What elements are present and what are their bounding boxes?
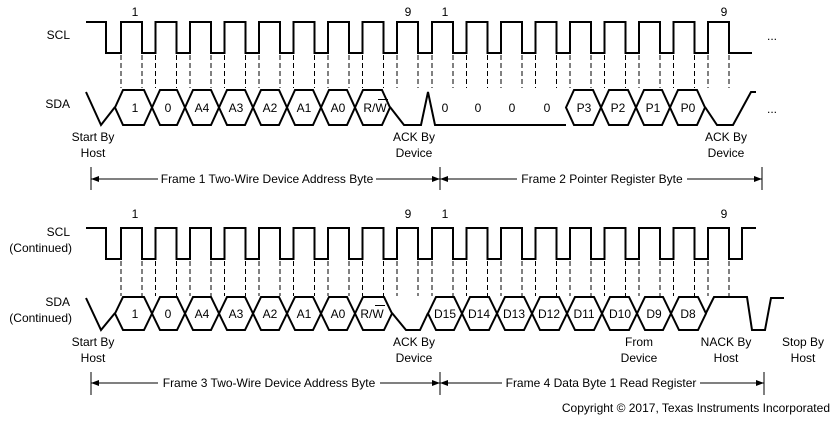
- frame4-span: Frame 4 Data Byte 1 Read Register: [440, 372, 765, 395]
- frame2-title: Frame 2 Pointer Register Byte: [521, 172, 683, 186]
- frame4-bit-label: D11: [573, 307, 594, 321]
- frame3-span: Frame 3 Two-Wire Device Address Byte: [90, 372, 441, 395]
- frame3-bit-label: A3: [229, 307, 244, 321]
- start-by-host-note: Start By: [72, 335, 115, 349]
- scl-label: SCL: [47, 28, 71, 42]
- sda-bit-cell: [85, 297, 116, 332]
- frame2-bit-label: 0: [442, 101, 449, 115]
- frame2-span: Frame 2 Pointer Register Byte: [440, 167, 763, 190]
- pulse-marker-1: 1: [132, 207, 139, 221]
- ack-by-device-note: ACK By: [705, 130, 747, 144]
- scl-continued-sublabel: (Continued): [9, 241, 72, 255]
- frame2-bit-label: 0: [509, 101, 516, 115]
- frame3-bit-label: A0: [331, 307, 346, 321]
- sda-label: SDA: [45, 97, 70, 111]
- from-device-note: Device: [621, 351, 658, 365]
- start-by-host-note: Host: [81, 146, 106, 160]
- pulse-marker-1: 1: [442, 5, 449, 19]
- pulse-marker-9: 9: [405, 5, 412, 19]
- sda-continued-waveform: [85, 296, 784, 332]
- frame4-bit-label: D10: [609, 307, 631, 321]
- frame2-bit-label: 0: [544, 101, 551, 115]
- frame1-bit-label: A2: [263, 101, 278, 115]
- from-device-note: From: [625, 335, 653, 349]
- frame2-bit-label: 0: [475, 101, 482, 115]
- sda-bit-cell: [705, 296, 784, 331]
- frame4-title: Frame 4 Data Byte 1 Read Register: [506, 376, 697, 390]
- copyright-notice: Copyright © 2017, Texas Instruments Inco…: [562, 401, 830, 415]
- pulse-marker-1: 1: [132, 5, 139, 19]
- frame4-bit-label: D14: [468, 307, 490, 321]
- stop-by-host-note: Host: [791, 351, 816, 365]
- frame4-bit-label: D12: [538, 307, 560, 321]
- frame3-bit-label: A4: [195, 307, 210, 321]
- frame1-title: Frame 1 Two-Wire Device Address Byte: [161, 172, 374, 186]
- frame1-bit-label: A3: [229, 101, 244, 115]
- start-by-host-note: Start By: [72, 130, 115, 144]
- frame3-bit-label: 1: [132, 307, 139, 321]
- scl-continued-waveform: [86, 227, 756, 260]
- nack-by-host-note: NACK By: [701, 335, 752, 349]
- frame4-bit-label: D8: [680, 307, 696, 321]
- sda-continued-label: SDA: [45, 295, 70, 309]
- ack-by-device-note: ACK By: [393, 130, 435, 144]
- frame3-bit-label: A2: [263, 307, 278, 321]
- sda-continuation-ellipsis: ...: [767, 102, 777, 116]
- sda-bit-cell: [85, 91, 116, 127]
- frame1-bit-label: A0: [331, 101, 346, 115]
- pulse-marker-1: 1: [442, 207, 449, 221]
- pulse-marker-9: 9: [405, 207, 412, 221]
- sda-bit-cell: [391, 312, 429, 331]
- pulse-marker-9: 9: [721, 207, 728, 221]
- pulse-marker-9: 9: [721, 5, 728, 19]
- frame3-bit-label: A1: [297, 307, 312, 321]
- frame2-bit-label: P2: [611, 101, 626, 115]
- frame2-bit-label: P3: [577, 101, 592, 115]
- clock-edge-guides-bottom: [120, 261, 730, 296]
- sda-waveform: [85, 89, 756, 127]
- sda-continued-sublabel: (Continued): [9, 311, 72, 325]
- ack-by-device-note: Device: [396, 351, 433, 365]
- frame1-bit-label: 0: [165, 101, 172, 115]
- scl-continued-label: SCL: [47, 225, 71, 239]
- sda-bit-cell: [704, 91, 756, 126]
- clock-edge-guides-top: [120, 55, 730, 88]
- scl-waveform: [86, 21, 752, 54]
- stop-by-host-note: Stop By: [782, 335, 824, 349]
- nack-by-host-note: Host: [714, 351, 739, 365]
- frame3-bit-label: R/W: [360, 307, 384, 321]
- frame2-bit-label: P0: [681, 101, 696, 115]
- frame2-bit-label: P1: [646, 101, 661, 115]
- ack-by-device-note: ACK By: [393, 335, 435, 349]
- start-by-host-note: Host: [81, 351, 106, 365]
- frame1-bit-label: A4: [195, 101, 210, 115]
- ack-by-device-note: Device: [396, 146, 433, 160]
- frame4-bit-label: D9: [646, 307, 662, 321]
- frame3-bit-label: 0: [165, 307, 172, 321]
- frame4-bit-label: D15: [434, 307, 456, 321]
- scl-continuation-ellipsis: ...: [767, 29, 777, 43]
- frame1-bit-label: R/W: [363, 101, 387, 115]
- frame1-bit-label: A1: [297, 101, 312, 115]
- sda-bit-cell: [669, 296, 708, 331]
- frame1-span: Frame 1 Two-Wire Device Address Byte: [90, 167, 441, 190]
- frame1-bit-label: 1: [132, 101, 139, 115]
- frame3-title: Frame 3 Two-Wire Device Address Byte: [163, 376, 376, 390]
- frame4-bit-label: D13: [503, 307, 525, 321]
- sda-bit-cell: [389, 91, 566, 126]
- ack-by-device-note: Device: [708, 146, 745, 160]
